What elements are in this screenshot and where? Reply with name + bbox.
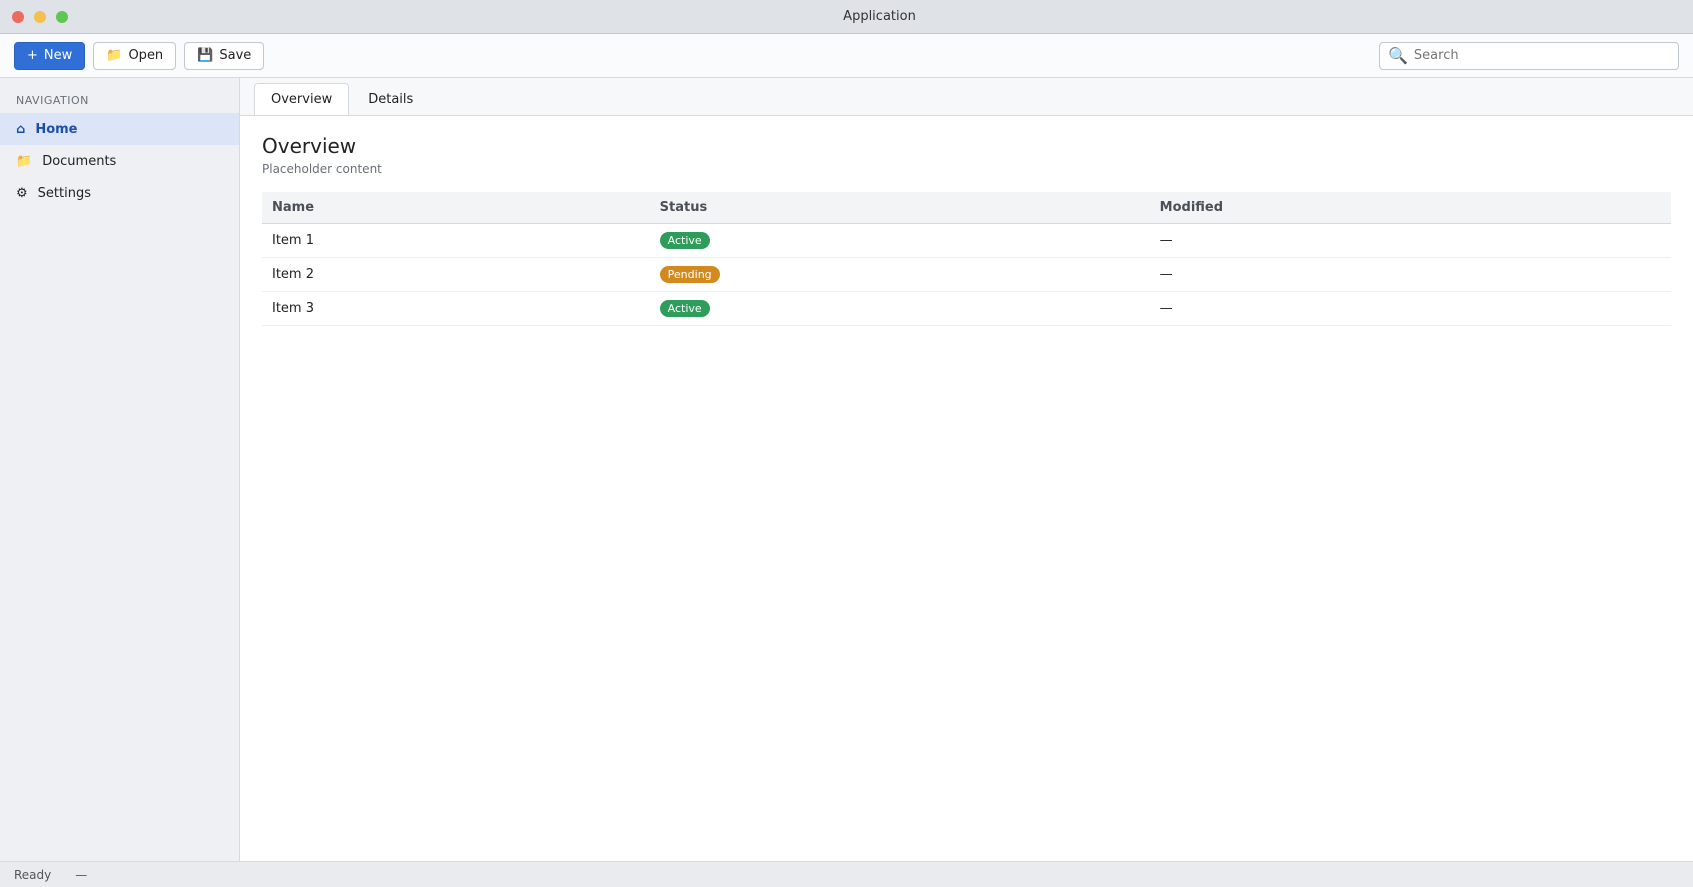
sidebar-item-documents[interactable]: 📁 Documents	[0, 145, 239, 177]
close-window-icon[interactable]	[12, 10, 24, 23]
new-button-label: New	[43, 48, 73, 63]
column-header-status[interactable]: Status	[649, 192, 1150, 224]
search-input[interactable]	[1413, 48, 1670, 63]
sidebar: Navigation ⌂ Home 📁 Documents ⚙ Settings	[0, 78, 240, 861]
status-bar: Ready —	[0, 861, 1693, 887]
page-title: Overview	[262, 134, 357, 158]
sidebar-item-home[interactable]: ⌂ Home	[0, 113, 239, 145]
content-area: Overview Placeholder content Name Status…	[240, 116, 1693, 861]
window-title: Application	[843, 9, 916, 24]
cell-modified: —	[1149, 291, 1671, 326]
sidebar-item-label: Home	[35, 121, 78, 137]
table-header-row: Name Status Modified	[262, 192, 1671, 224]
home-icon: ⌂	[16, 121, 26, 137]
save-icon: 💾	[197, 48, 214, 63]
tab-details[interactable]: Details	[368, 92, 414, 107]
status-text-right: —	[75, 867, 88, 882]
tab-overview[interactable]: Overview	[254, 83, 350, 115]
plus-icon: +	[27, 48, 38, 63]
toolbar: + New 📁 Open 💾 Save 🔍	[0, 34, 1693, 78]
sidebar-heading: Navigation	[16, 94, 89, 107]
cell-modified: —	[1149, 257, 1671, 292]
table-row[interactable]: Item 3 Active —	[262, 291, 1671, 326]
save-button-label: Save	[219, 48, 252, 63]
page-subtitle: Placeholder content	[262, 162, 382, 176]
data-table: Name Status Modified Item 1 Active — Ite…	[262, 192, 1671, 326]
folder-open-icon: 📁	[106, 48, 123, 63]
save-button[interactable]: 💾 Save	[184, 41, 265, 70]
title-bar: Application	[0, 0, 1693, 34]
cell-status: Active	[649, 223, 1150, 258]
open-button-label: Open	[128, 48, 164, 63]
new-button[interactable]: + New	[14, 41, 86, 70]
gear-icon: ⚙	[16, 185, 28, 201]
sidebar-item-settings[interactable]: ⚙ Settings	[0, 177, 239, 209]
cell-modified: —	[1149, 223, 1671, 258]
tab-bar: Overview Details	[240, 78, 1693, 116]
search-box: 🔍	[1379, 41, 1679, 70]
cell-name: Item 1	[262, 223, 650, 258]
cell-name: Item 2	[262, 257, 650, 292]
main-panel: Overview Details Overview Placeholder co…	[240, 78, 1693, 861]
table-row[interactable]: Item 2 Pending —	[262, 257, 1671, 292]
cell-status: Active	[649, 291, 1150, 326]
body: Navigation ⌂ Home 📁 Documents ⚙ Settings…	[0, 78, 1693, 861]
sidebar-item-label: Documents	[42, 153, 117, 169]
status-badge: Active	[659, 232, 710, 249]
search-icon: 🔍	[1388, 46, 1408, 65]
folder-icon: 📁	[16, 153, 33, 169]
status-badge: Active	[659, 300, 710, 317]
maximize-window-icon[interactable]	[56, 10, 68, 23]
cell-name: Item 3	[262, 291, 650, 326]
open-button[interactable]: 📁 Open	[93, 41, 177, 70]
minimize-window-icon[interactable]	[34, 10, 46, 23]
cell-status: Pending	[649, 257, 1150, 292]
table-row[interactable]: Item 1 Active —	[262, 223, 1671, 258]
column-header-name[interactable]: Name	[262, 192, 650, 224]
column-header-modified[interactable]: Modified	[1149, 192, 1671, 224]
status-badge: Pending	[659, 266, 720, 283]
sidebar-item-label: Settings	[37, 185, 91, 201]
status-text-left: Ready	[14, 867, 52, 882]
